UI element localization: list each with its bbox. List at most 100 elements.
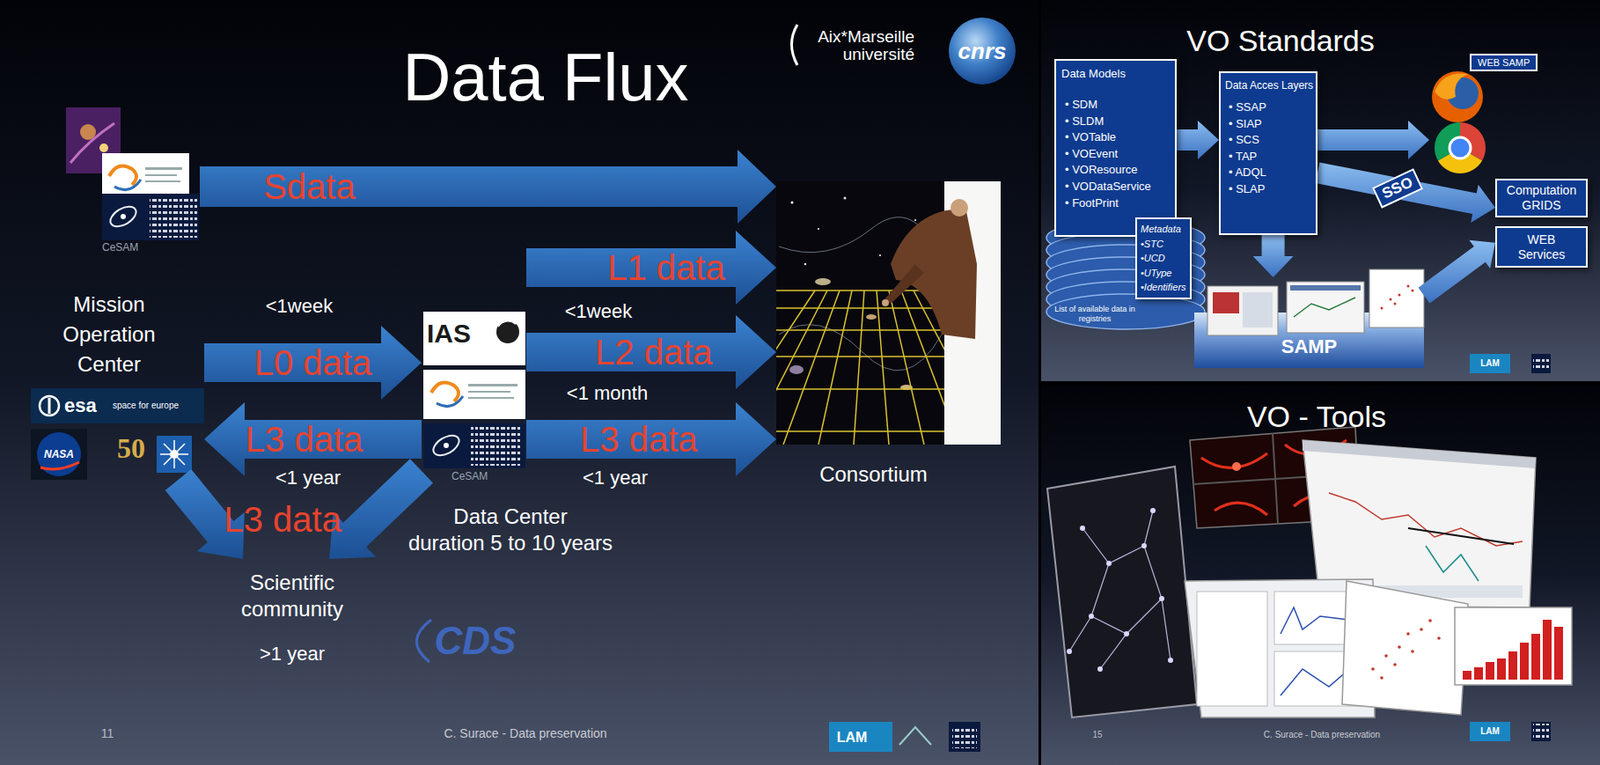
histogram <box>1497 658 1506 680</box>
esa-logo <box>48 397 52 414</box>
samp-band <box>1411 289 1415 293</box>
consortium: Consortium <box>776 181 1001 445</box>
list-item: • SLDM <box>1061 113 1170 131</box>
cesam-logo <box>423 423 526 469</box>
slide-background <box>1041 384 1600 765</box>
text-holder: 15 <box>1092 729 1102 741</box>
cds-logo <box>416 619 432 662</box>
vospec-window <box>1408 528 1514 544</box>
text-holder: LAM <box>1480 726 1500 737</box>
process-box: Metadata•STC•UCD•UType•Identifiers <box>1135 217 1192 300</box>
tag-box: WEB SAMP <box>1469 53 1538 72</box>
text-holder: Data Flux <box>402 39 689 116</box>
edge-label: L3 data <box>245 419 363 459</box>
text-holder: C. Surace - Data preservation <box>1263 729 1380 741</box>
box-heading: Data Models <box>1061 66 1170 82</box>
lam-logo <box>1531 721 1551 742</box>
consortium-illustration <box>881 299 889 307</box>
histogram <box>1474 667 1483 680</box>
list-item: • SIAP <box>1225 116 1312 133</box>
list-item: •STC <box>1140 236 1187 252</box>
ccin2p3-logo <box>114 179 141 191</box>
scatter-plot <box>1397 645 1402 649</box>
lam-logo <box>1533 355 1549 372</box>
text-holder: Data Center duration 5 to 10 years <box>396 503 625 557</box>
chrome-icon <box>1449 137 1471 159</box>
scatter-plot <box>1379 675 1384 680</box>
block-arrow <box>199 149 777 224</box>
consortium-illustration <box>914 219 917 221</box>
histogram <box>1462 670 1472 680</box>
ccin2p3-logo <box>468 396 514 399</box>
process-box: Data Acces Layers• SSAP• SIAP• SCS• TAP•… <box>1218 71 1318 235</box>
text-holder: Aix*Marseille université <box>801 28 915 64</box>
text-holder: List of available data in registries <box>1052 304 1138 324</box>
ccin2p3-logo <box>423 369 526 419</box>
list-item: •UType <box>1140 265 1187 281</box>
network-screenshot <box>1141 543 1147 549</box>
ccin2p3-logo <box>468 383 518 387</box>
list-item: • FootPrint <box>1061 195 1170 213</box>
consortium-illustration <box>890 209 977 339</box>
text-holder: <1week <box>565 300 632 323</box>
logo-text: IAS <box>426 318 471 349</box>
vospec-window <box>1328 492 1523 546</box>
logo-text: space for europe <box>112 399 179 412</box>
text-holder: <1week <box>265 294 333 318</box>
nasa-logo <box>36 432 81 477</box>
consortium-illustration <box>776 197 945 446</box>
esa-logo <box>30 388 205 424</box>
network-screenshot <box>1047 466 1197 718</box>
browser-group: WEB SAMP <box>1429 51 1549 182</box>
network-screenshot <box>1123 631 1130 637</box>
network-screenshot <box>1069 510 1171 669</box>
text-holder: SAMP <box>1194 335 1424 359</box>
samp-band <box>1394 302 1397 306</box>
scatter-plot <box>1437 636 1441 640</box>
network-screenshot <box>1079 525 1086 531</box>
logo-text: cnrs <box>958 37 1007 66</box>
samp-band <box>1242 292 1273 328</box>
text-holder: >1 year <box>230 642 354 666</box>
consortium-illustration <box>866 314 877 320</box>
university-logo-bracket <box>792 24 799 66</box>
cesam-logo <box>430 431 463 460</box>
box-text: Computation GRIDS <box>1500 183 1583 213</box>
logo-text: CeSAM <box>451 469 488 483</box>
edge-label: L0 data <box>254 343 372 382</box>
samp-band <box>1389 298 1393 301</box>
ias-logo <box>498 321 516 327</box>
edge-label: SSO <box>1372 168 1424 209</box>
lam-logo <box>1533 723 1549 740</box>
list-item: • SCS <box>1225 132 1312 149</box>
box-heading: Metadata <box>1140 221 1187 237</box>
block-arrow <box>204 402 422 477</box>
eso-50-logo <box>160 440 189 469</box>
footer-text: C. Surace - Data preservation <box>443 726 607 742</box>
consortium-illustration <box>776 181 945 445</box>
block-arrow <box>526 230 777 305</box>
text-holder: 11 <box>101 726 115 742</box>
samp-band <box>1369 269 1424 328</box>
ccin2p3-logo <box>145 180 181 183</box>
registry-disk-stack <box>1046 293 1205 330</box>
text-holder: Consortium <box>761 461 986 488</box>
cesam-logo <box>149 197 198 238</box>
ccin2p3-logo <box>423 369 526 419</box>
scatter-plot <box>1419 627 1424 632</box>
logo-text: CDS <box>434 619 517 662</box>
block-arrow <box>526 402 777 477</box>
scatter-plot <box>1428 618 1432 623</box>
network-screenshot <box>1159 595 1165 602</box>
samp-band <box>1212 292 1240 314</box>
list-item: • TAP <box>1225 148 1312 166</box>
edge-label: Sdata <box>263 167 356 206</box>
network-screenshot <box>1097 666 1103 672</box>
block-arrow <box>1317 120 1430 160</box>
logo-text: esa <box>64 394 97 418</box>
scatter-plot <box>1342 580 1468 715</box>
list-item: • VOTable <box>1061 129 1170 147</box>
